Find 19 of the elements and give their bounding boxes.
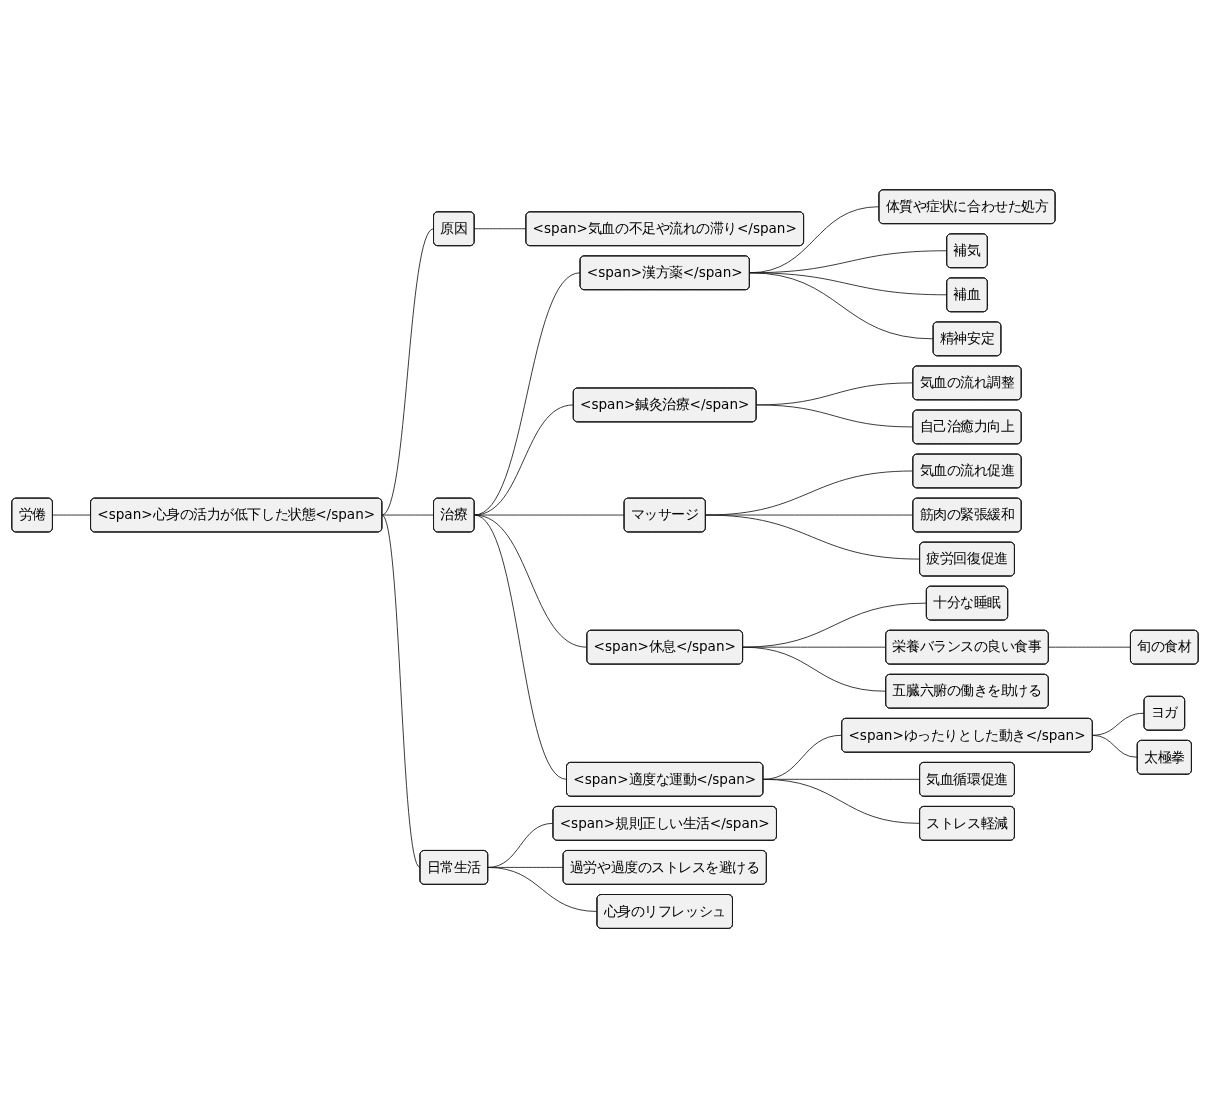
connector — [704, 514, 920, 560]
connector — [1047, 646, 1131, 648]
connector — [380, 228, 434, 516]
connector — [1091, 712, 1144, 736]
connector — [741, 602, 927, 648]
connector — [473, 228, 526, 230]
connector — [51, 514, 91, 516]
connector — [748, 272, 934, 340]
connector — [473, 514, 624, 516]
connector — [741, 646, 886, 692]
connector — [755, 404, 913, 428]
connector — [380, 514, 434, 516]
connector — [473, 514, 567, 780]
connector — [762, 734, 842, 780]
connector — [473, 514, 587, 648]
connector — [762, 778, 920, 824]
connector — [486, 866, 597, 912]
connector — [380, 514, 420, 868]
connector — [1091, 734, 1138, 758]
